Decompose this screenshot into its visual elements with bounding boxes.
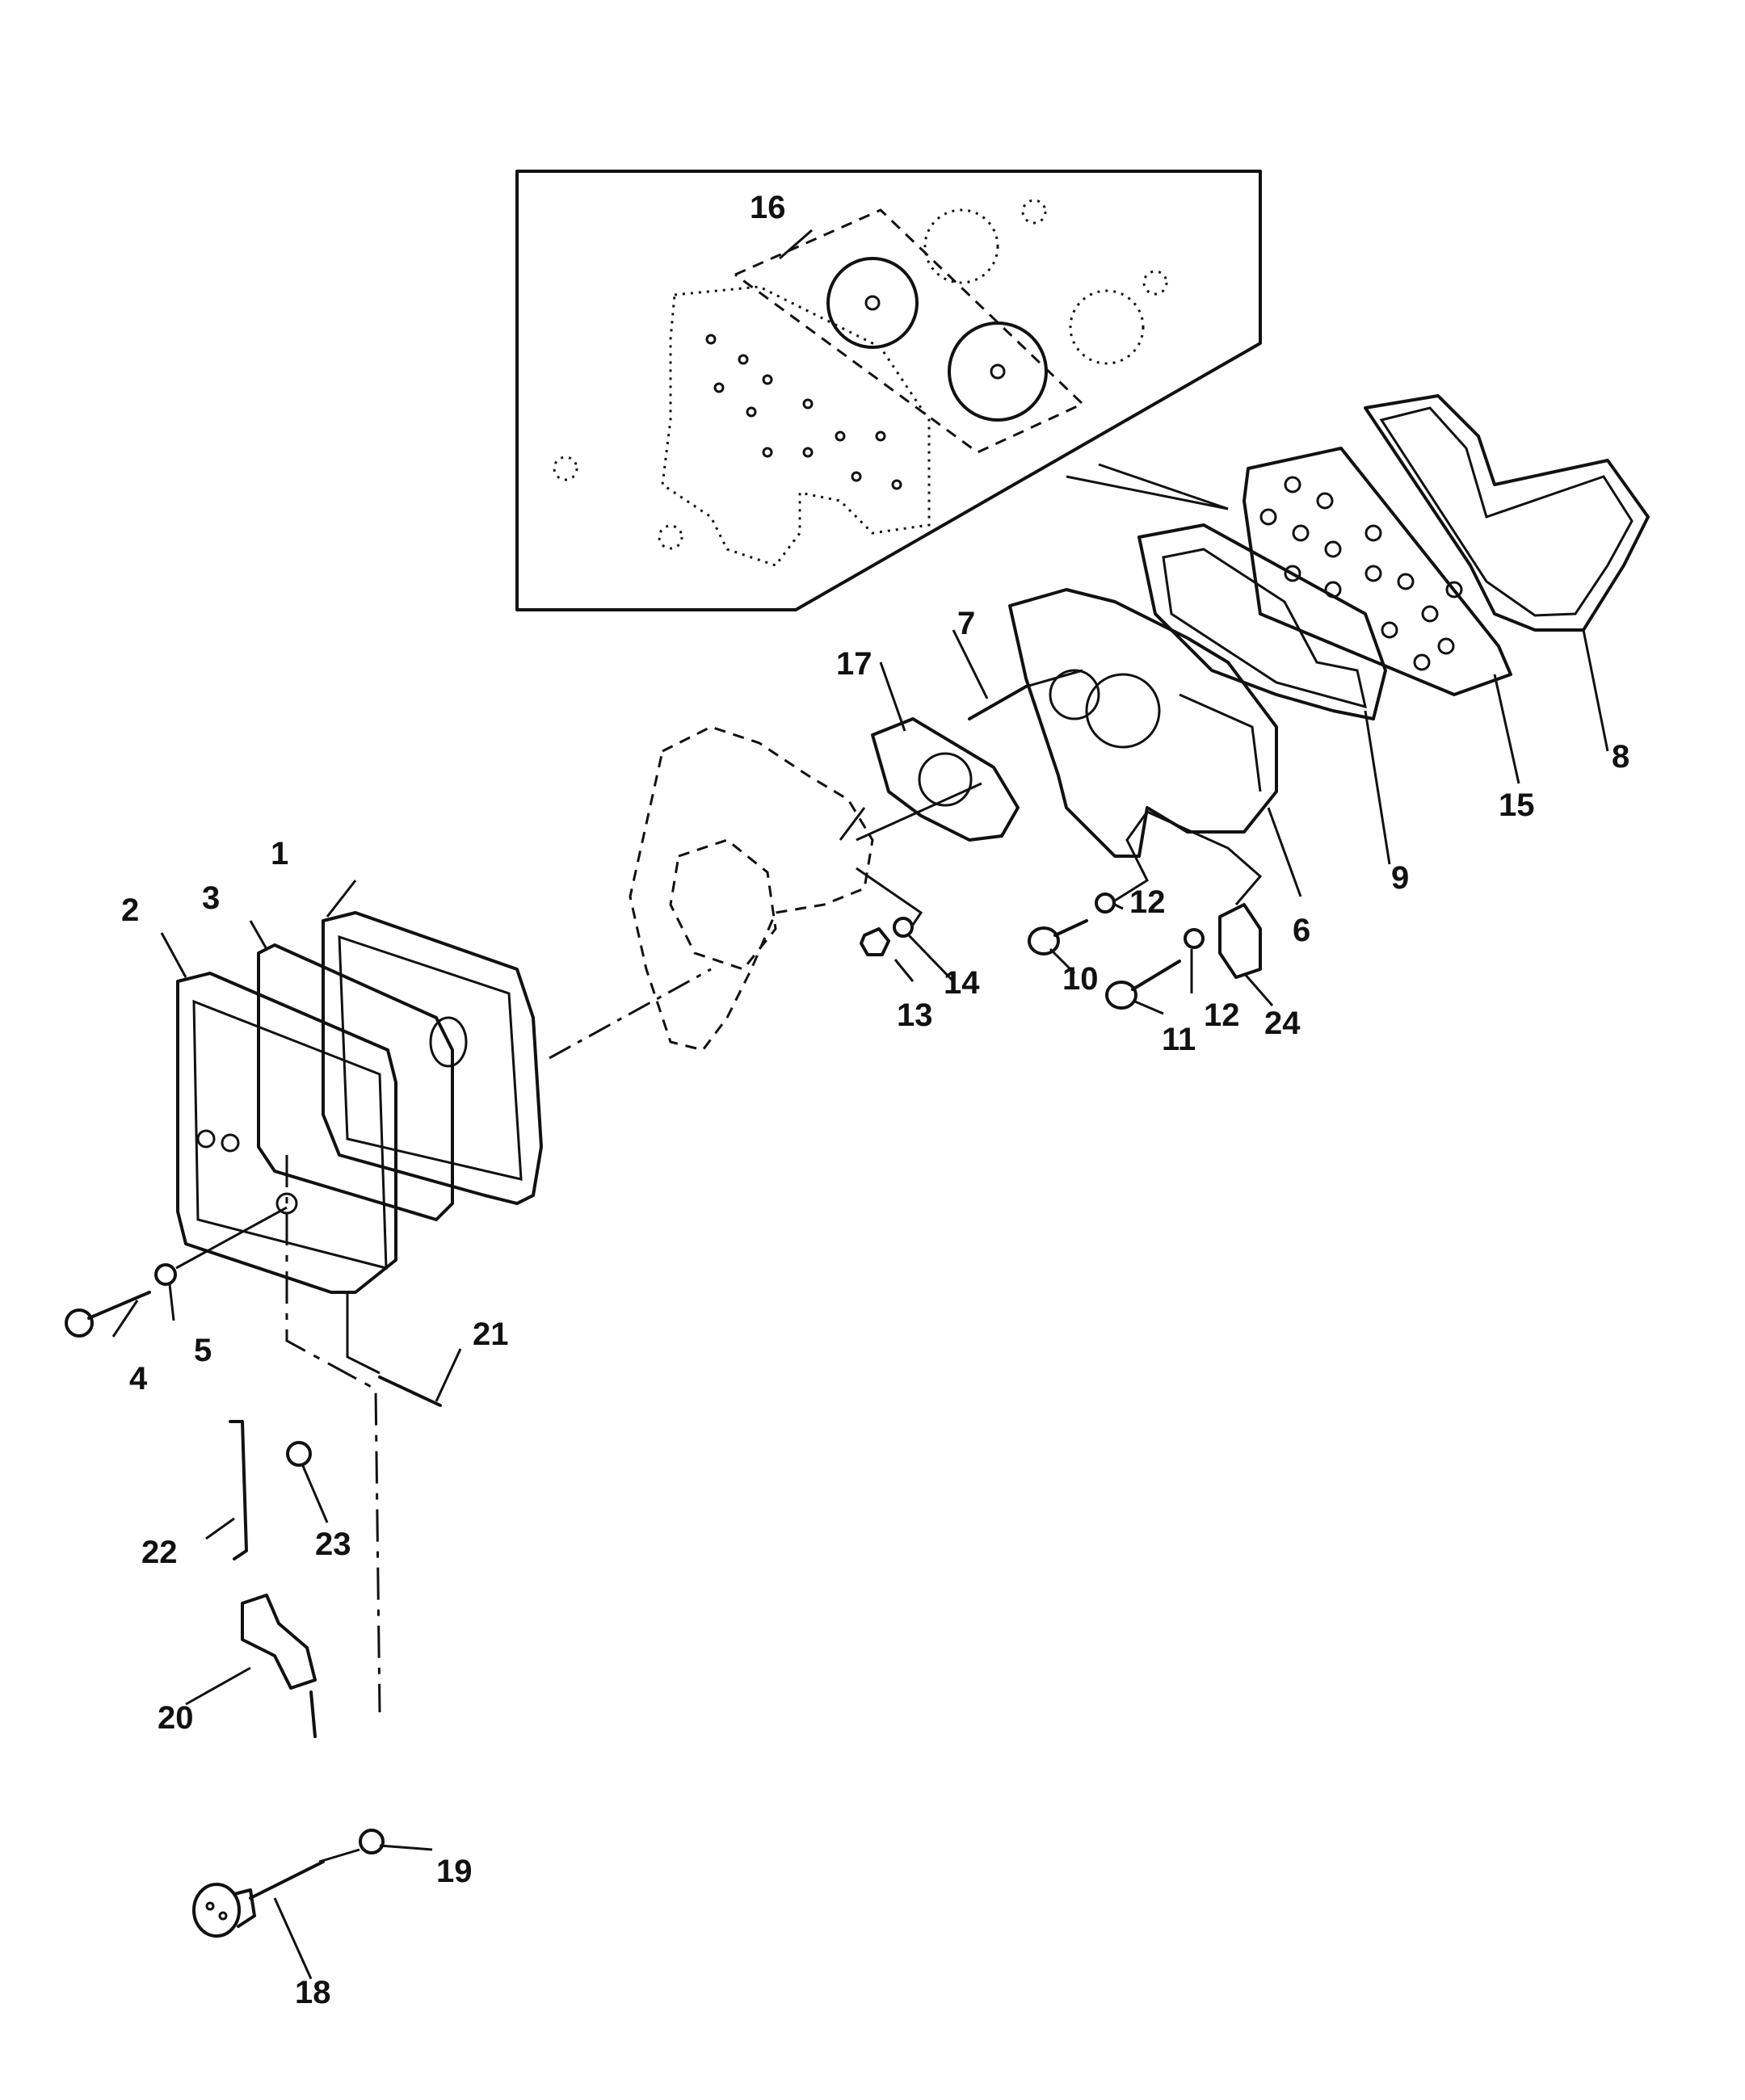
- carburetor-outline: [629, 725, 982, 1052]
- callout-24: 24: [1264, 1006, 1301, 1041]
- callout-20: 20: [158, 1700, 194, 1736]
- screw-10: [1028, 919, 1088, 956]
- callout-8: 8: [1612, 739, 1629, 775]
- nut-13: [860, 927, 890, 956]
- choke-lever-20: [241, 1594, 317, 1738]
- reed-petal-2: [948, 321, 1048, 422]
- callout-1: 1: [271, 836, 288, 872]
- callout-16: 16: [750, 190, 786, 225]
- cover-2: [176, 972, 397, 1294]
- reed-petal-1: [826, 257, 919, 349]
- gasket-9: [1137, 523, 1387, 720]
- clip-19: [318, 1829, 385, 1863]
- reed-plate-15: [1243, 447, 1512, 696]
- washer-5: [154, 1206, 288, 1286]
- detail-inset: [515, 170, 1262, 611]
- callout-23: 23: [315, 1527, 351, 1562]
- callout-4: 4: [129, 1361, 148, 1396]
- callout-22: 22: [141, 1535, 178, 1570]
- callout-6: 6: [1293, 913, 1310, 948]
- screw-11: [1105, 960, 1181, 1010]
- pin-21: [346, 1292, 442, 1407]
- callout-17: 17: [836, 646, 872, 682]
- callout-18: 18: [295, 1975, 331, 2010]
- callout-19: 19: [436, 1854, 473, 1889]
- callout-5: 5: [194, 1333, 212, 1368]
- reed-petal-dotted: [923, 208, 1145, 365]
- callout-12-b: 12: [1204, 998, 1240, 1033]
- choke-knob-18: [192, 1860, 325, 1938]
- washer-12-a: [1095, 892, 1116, 914]
- gasket-8: [1364, 394, 1650, 632]
- callout-11: 11: [1162, 1022, 1196, 1057]
- clip-23: [286, 1441, 312, 1467]
- flame-arrestor-1: [322, 911, 543, 1205]
- callout-2: 2: [121, 892, 139, 928]
- callout-7: 7: [957, 606, 975, 641]
- callout-3: 3: [202, 880, 220, 916]
- washer-14: [893, 917, 914, 938]
- callout-15: 15: [1499, 788, 1535, 823]
- gasket-3: [257, 943, 454, 1221]
- leader-lines: [111, 229, 1609, 1980]
- callout-14: 14: [944, 965, 980, 1001]
- callout-9: 9: [1391, 860, 1409, 896]
- plate-holes: [705, 334, 902, 490]
- screw-4: [65, 1291, 151, 1338]
- callout-12-a: 12: [1129, 884, 1166, 920]
- bracket-24: [1218, 903, 1262, 979]
- callout-21: 21: [473, 1317, 509, 1352]
- manifold-body-6: [1008, 588, 1278, 858]
- link-rod-22: [229, 1420, 248, 1560]
- callout-10: 10: [1062, 961, 1099, 997]
- stud-7: [968, 669, 1083, 720]
- small-screws-inset: [553, 199, 1168, 550]
- callout-labels: 1 2 3 4 5 6 7 8 9 10 11 12 12 13 14 15 1…: [121, 190, 1629, 2010]
- washer-12-b: [1184, 928, 1205, 949]
- gasket-17: [871, 717, 1020, 842]
- callout-13: 13: [897, 998, 933, 1033]
